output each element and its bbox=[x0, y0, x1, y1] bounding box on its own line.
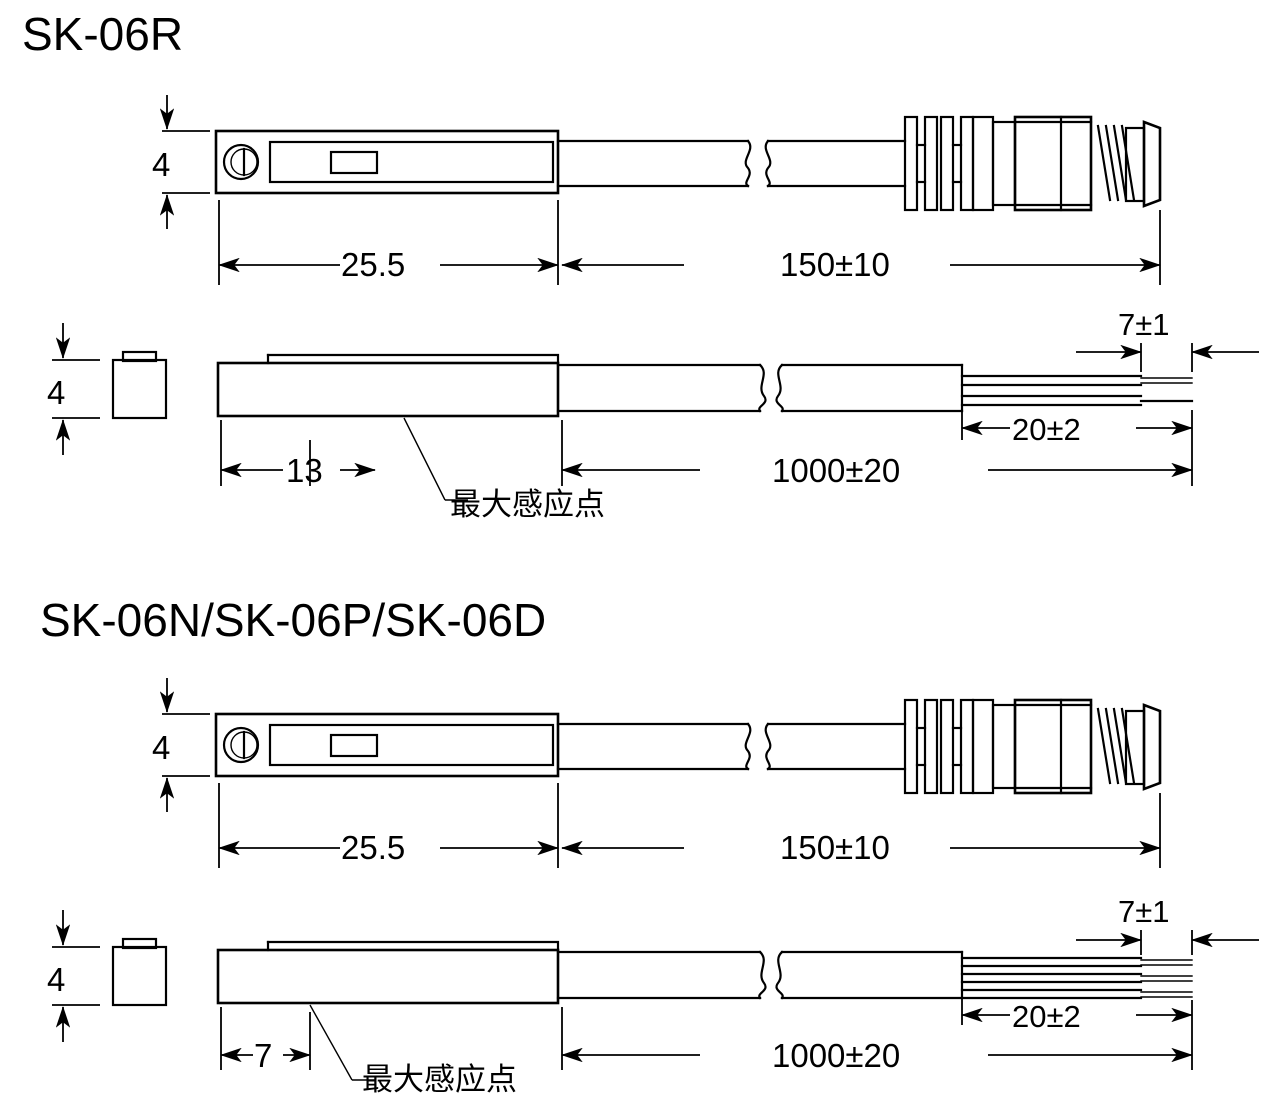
cable-side-view-2 bbox=[556, 950, 964, 1000]
dim-value-bodylen-2: 25.5 bbox=[341, 829, 405, 866]
led-indicator-2 bbox=[329, 733, 379, 758]
dim-value-jacket-2: 20±2 bbox=[1012, 999, 1081, 1034]
connector-top-view bbox=[903, 115, 1162, 212]
dim-sk06npd-body-length: 25.5 bbox=[218, 783, 559, 868]
annotation-max-sensing-point-1: 最大感应点 bbox=[450, 487, 605, 523]
connector-top-view-2 bbox=[903, 698, 1162, 795]
dim-sk06r-body-length: 25.5 bbox=[218, 200, 559, 285]
dim-value-height-2: 4 bbox=[152, 729, 170, 766]
screw-circle-2 bbox=[222, 726, 260, 764]
dim-value-cabletotal-1: 1000±20 bbox=[772, 452, 900, 489]
sensor-window-outline-2 bbox=[268, 723, 555, 767]
section-block-1 bbox=[111, 350, 168, 420]
dim-sk06npd-cable-total: 1000±20 bbox=[561, 1000, 1193, 1074]
dim-value-sideheight-2: 4 bbox=[47, 961, 65, 998]
dim-value-jacket-1: 20±2 bbox=[1012, 412, 1081, 447]
dim-sk06npd-side-height: 4 bbox=[47, 910, 100, 1042]
screw-circle bbox=[222, 143, 260, 181]
dim-value-sideheight-1: 4 bbox=[47, 374, 65, 411]
dim-sk06r-jacket: 20±2 bbox=[961, 411, 1193, 447]
dim-value-bodylen-1: 25.5 bbox=[341, 246, 405, 283]
assembly-title-2: SK-06N/SK-06P/SK-06D bbox=[40, 594, 546, 646]
assembly-title-1: SK-06R bbox=[22, 8, 183, 60]
dim-value-strip-2: 7±1 bbox=[1118, 894, 1170, 929]
cable-side-view-1 bbox=[556, 363, 964, 413]
sk-06r-side-view: 4 bbox=[47, 307, 1259, 523]
dim-value-cabletotal-2: 1000±20 bbox=[772, 1037, 900, 1074]
dim-sk06npd-sensing-point: 7 最大感应点 bbox=[220, 1004, 517, 1098]
sk-06r-top-view: 4 25.5 150±10 bbox=[152, 95, 1162, 285]
sensor-body-outline bbox=[214, 129, 560, 195]
dim-value-height-1: 4 bbox=[152, 146, 170, 183]
cable-top-view-2 bbox=[556, 722, 907, 771]
dim-sk06r-side-height: 4 bbox=[47, 323, 100, 455]
sensor-body-side-1 bbox=[216, 353, 560, 418]
dim-sk06npd-cable-length: 150±10 bbox=[561, 793, 1161, 868]
connector-thread-2 bbox=[1096, 707, 1136, 785]
dim-sk06r-top-height: 4 bbox=[152, 95, 210, 229]
section-block-2 bbox=[111, 937, 168, 1007]
cable-top-view bbox=[556, 139, 907, 188]
dim-sk06r-cable-length: 150±10 bbox=[561, 210, 1161, 285]
sensor-body-outline-2 bbox=[214, 712, 560, 778]
dim-sk06npd-top-height: 4 bbox=[152, 678, 210, 812]
dim-value-cable-1: 150±10 bbox=[780, 246, 890, 283]
dim-value-cable-2: 150±10 bbox=[780, 829, 890, 866]
led-indicator bbox=[329, 150, 379, 175]
annotation-max-sensing-point-2: 最大感应点 bbox=[362, 1062, 517, 1098]
dim-sk06r-sensing-point: 13 最大感应点 bbox=[220, 417, 605, 523]
sensor-window-outline bbox=[268, 140, 555, 184]
dim-sk06npd-strip: 7±1 bbox=[1076, 894, 1259, 955]
wire-bundle-2 bbox=[960, 956, 1193, 1000]
sensor-body-side-2 bbox=[216, 940, 560, 1005]
dim-value-strip-1: 7±1 bbox=[1118, 307, 1170, 342]
connector-thread bbox=[1096, 124, 1136, 202]
sk-06npd-side-view: 4 bbox=[47, 894, 1259, 1098]
dim-sk06r-strip: 7±1 bbox=[1076, 307, 1259, 372]
wire-bundle-1 bbox=[960, 374, 1194, 407]
assembly-sk-06n-p-d: SK-06N/SK-06P/SK-06D bbox=[40, 594, 1259, 1098]
dim-value-sense-1: 13 bbox=[286, 452, 323, 489]
dim-value-sense-2: 7 bbox=[254, 1037, 272, 1074]
assembly-sk-06r: SK-06R bbox=[22, 8, 1259, 523]
dim-sk06npd-jacket: 20±2 bbox=[961, 998, 1193, 1034]
dim-sk06r-cable-total: 1000±20 bbox=[561, 410, 1193, 489]
sk-06npd-top-view: 4 25.5 150±10 bbox=[152, 678, 1162, 868]
